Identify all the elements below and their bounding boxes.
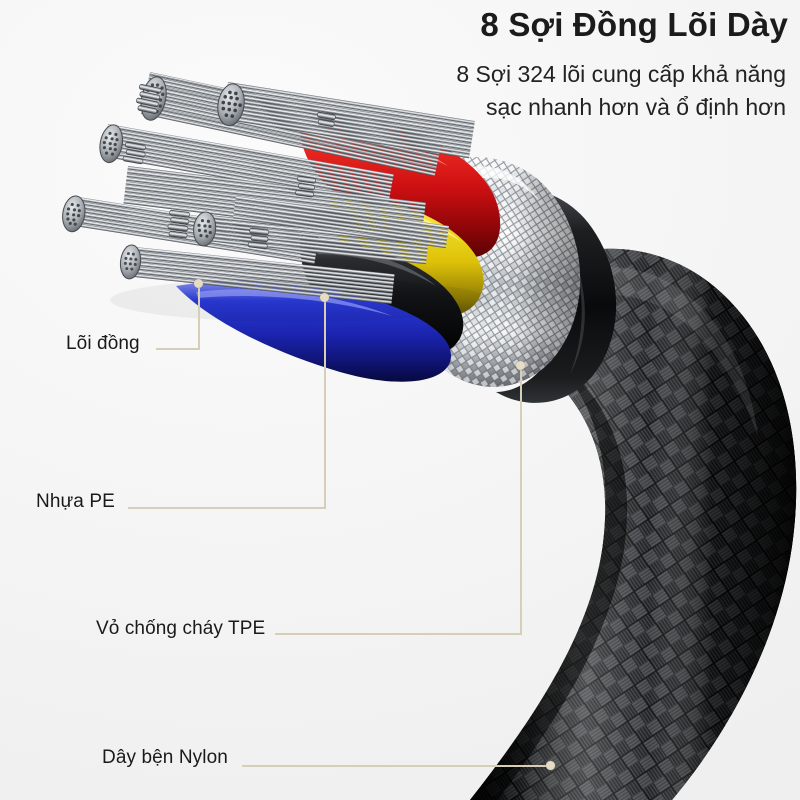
- callout-pe-plastic-leader-vertical: [324, 302, 326, 508]
- callout-pe-plastic-label: Nhựa PE: [36, 491, 115, 512]
- copper-strand-bundles: [62, 72, 475, 305]
- page-subtitle: 8 Sợi 324 lõi cung cấp khả năng sạc nhan…: [456, 58, 786, 123]
- strand-twist-knuckles: [122, 84, 336, 249]
- callout-tpe-jacket-leader-horizontal: [275, 633, 522, 635]
- page-title: 8 Sợi Đồng Lõi Dày: [480, 6, 788, 43]
- callout-copper-core-dot: [194, 279, 203, 288]
- page-subtitle-line-1: 8 Sợi 324 lõi cung cấp khả năng: [456, 61, 786, 87]
- callout-nylon-braid-leader-horizontal: [242, 765, 550, 767]
- callout-nylon-braid-dot: [546, 761, 555, 770]
- callout-copper-core-leader-horizontal: [156, 348, 200, 350]
- callout-tpe-jacket-dot: [516, 361, 525, 370]
- cable-black-collar: [470, 186, 617, 403]
- page-subtitle-line-2: sạc nhanh hơn và ổ định hơn: [486, 93, 786, 120]
- callout-copper-core-leader-vertical: [198, 288, 200, 349]
- callout-copper-core-label: Lõi đồng: [66, 333, 140, 354]
- wire-blue: [176, 280, 452, 382]
- callout-pe-plastic-dot: [320, 293, 329, 302]
- callout-pe-plastic-leader-horizontal: [128, 507, 326, 509]
- callout-tpe-jacket-leader-vertical: [520, 370, 522, 634]
- callout-tpe-jacket-label: Vỏ chống cháy TPE: [96, 618, 266, 639]
- callout-nylon-braid-label: Dây bện Nylon: [102, 747, 228, 768]
